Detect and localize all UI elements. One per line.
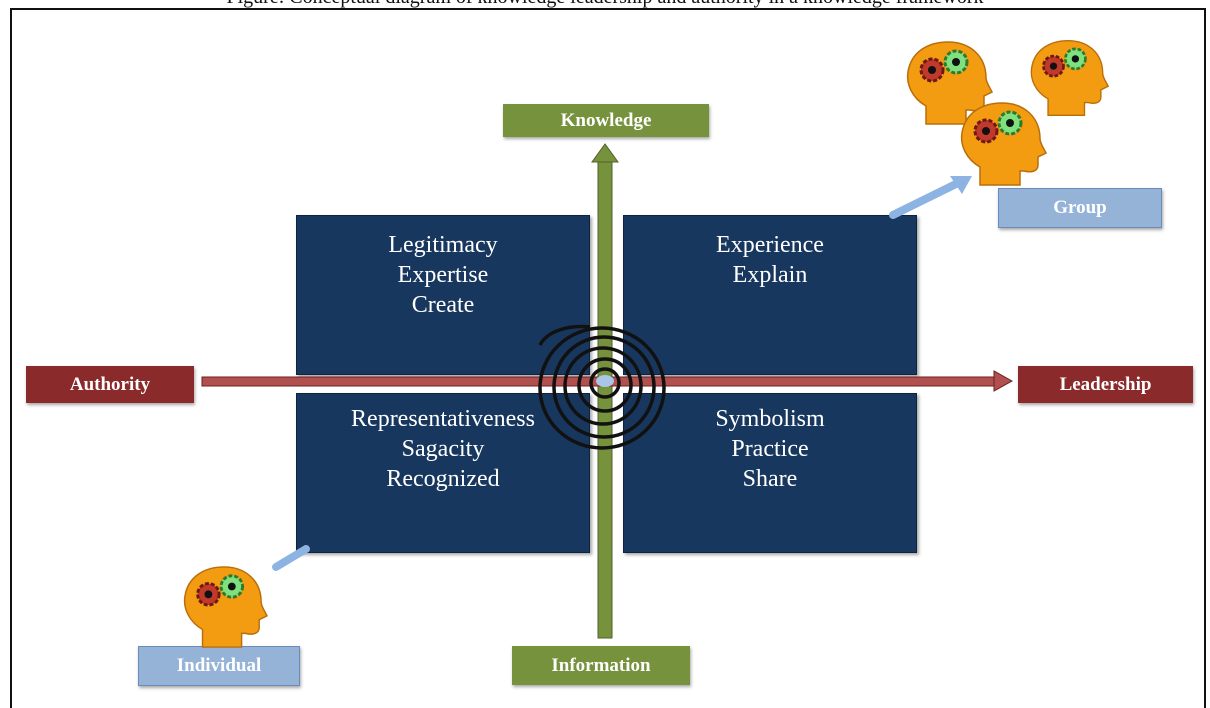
quadrant-text: Experience bbox=[716, 232, 824, 258]
quadrant-text: Recognized bbox=[386, 466, 500, 492]
quadrant-bottom-right: Symbolism Practice Share bbox=[623, 393, 917, 553]
arrow-icon bbox=[272, 545, 310, 571]
axis-label-information: Information bbox=[512, 646, 690, 685]
head-icon bbox=[1030, 39, 1110, 117]
quadrant-text: Expertise bbox=[397, 262, 489, 288]
quadrant-bottom-left: Representativeness Sagacity Recognized bbox=[296, 393, 590, 553]
head-icon bbox=[960, 102, 1048, 186]
quadrant-text: Sagacity bbox=[401, 436, 485, 462]
quadrant-text: Create bbox=[411, 292, 475, 318]
head-icon bbox=[183, 566, 268, 648]
quadrant-top-right: Experience Explain bbox=[623, 215, 917, 375]
head-icon bbox=[906, 41, 994, 125]
quadrant-text: Explain bbox=[732, 262, 808, 288]
quadrant-text: Legitimacy bbox=[388, 232, 498, 258]
vertical-axis-arrow bbox=[591, 143, 619, 639]
arrow-icon bbox=[889, 176, 972, 219]
spiral-center bbox=[596, 375, 614, 387]
axis-label-leadership: Leadership bbox=[1018, 366, 1193, 403]
quadrant-text: Symbolism bbox=[715, 406, 825, 432]
quadrant-text: Practice bbox=[731, 436, 809, 462]
quadrant-text: Representativeness bbox=[351, 406, 535, 432]
label-individual: Individual bbox=[138, 646, 300, 686]
quadrant-top-left: Legitimacy Expertise Create bbox=[296, 215, 590, 375]
diagram-frame bbox=[10, 8, 1206, 708]
axis-label-authority: Authority bbox=[26, 366, 194, 403]
axis-label-knowledge: Knowledge bbox=[503, 104, 709, 137]
figure-caption: Figure: Conceptual diagram of knowledge … bbox=[0, 0, 1210, 8]
label-group: Group bbox=[998, 188, 1162, 228]
quadrant-text: Share bbox=[742, 466, 798, 492]
spiral-icon bbox=[538, 324, 666, 450]
